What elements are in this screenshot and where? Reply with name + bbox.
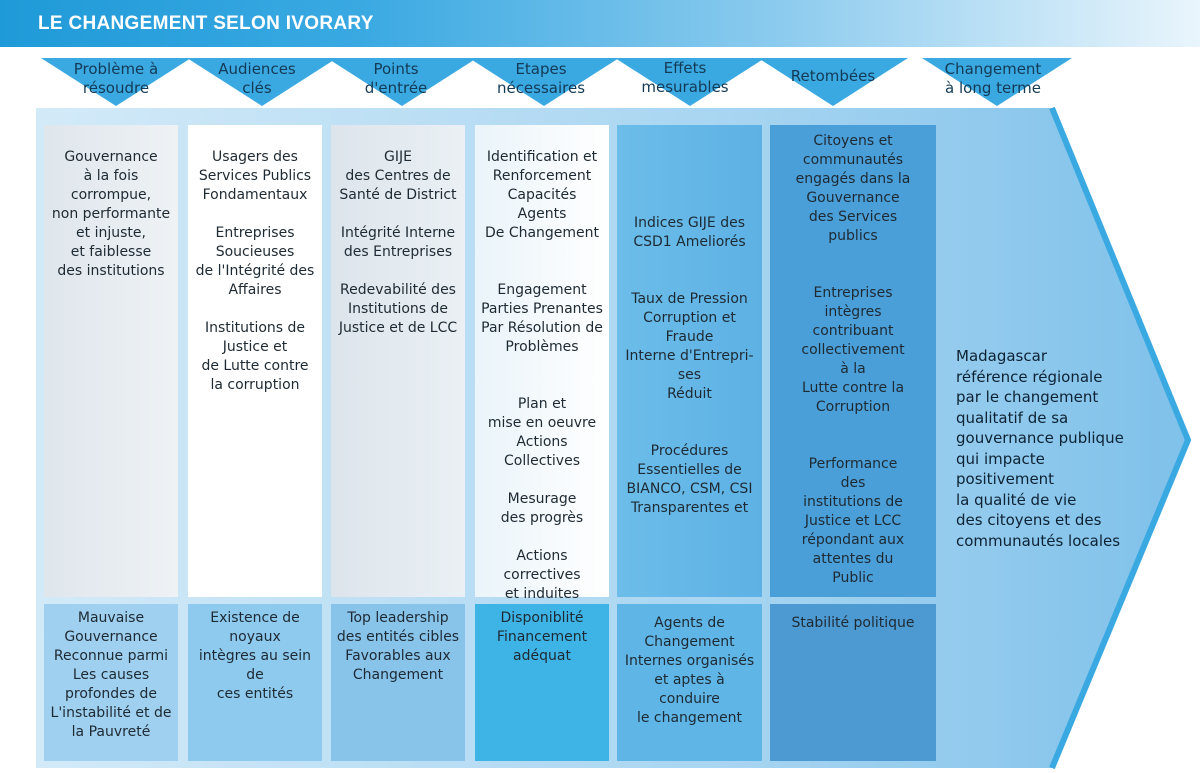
column-audiences-top: Usagers des Services Publics Fondamentau… [188, 125, 322, 597]
column-audiences-bottom: Existence de noyaux intègres au sein de … [188, 604, 322, 761]
column-audiences-bottom-text: Existence de noyaux intègres au sein de … [198, 610, 312, 702]
column-points-top-text: GIJE des Centres de Santé de District In… [338, 149, 458, 336]
stage-triangle-etapes [469, 58, 619, 106]
column-etapes-top-text: Identification et Renforcement Capacités… [481, 149, 603, 602]
column-effets-bottom: Agents de Changement Internes organisés … [617, 604, 762, 761]
column-retombees-top-text: Citoyens et communautés engagés dans la … [795, 133, 911, 586]
stage-triangle-probleme [41, 58, 191, 106]
long-term-change-text: Madagascar référence régionale par le ch… [956, 347, 1124, 550]
stage-triangle-retombees [758, 58, 908, 106]
column-probleme-top: Gouvernance à la fois corrompue, non per… [44, 125, 178, 597]
stage-label-changement: Changement à long terme [944, 60, 1042, 97]
stage-triangle-points [327, 58, 477, 106]
stage-triangle-effets [615, 58, 765, 106]
column-audiences-top-text: Usagers des Services Publics Fondamentau… [195, 149, 315, 393]
stage-label-retombees: Retombées [790, 67, 876, 85]
column-retombees-bottom: Stabilité politique [770, 604, 936, 761]
column-etapes-top: Identification et Renforcement Capacités… [475, 125, 609, 602]
column-probleme-bottom: Mauvaise Gouvernance Reconnue parmi Les … [44, 604, 178, 761]
column-effets-top-text: Indices GIJE des CSD1 Ameliorés Taux de … [625, 215, 754, 516]
column-probleme-top-text: Gouvernance à la fois corrompue, non per… [51, 149, 171, 279]
column-effets-bottom-text: Agents de Changement Internes organisés … [624, 615, 755, 726]
column-retombees-top: Citoyens et communautés engagés dans la … [770, 125, 936, 597]
column-effets-top: Indices GIJE des CSD1 Ameliorés Taux de … [617, 125, 762, 597]
column-points-bottom-text: Top leadership des entités cibles Favora… [336, 610, 460, 683]
stage-label-effets: Effets mesurables [641, 59, 729, 96]
stage-label-audiences: Audiences clés [218, 60, 296, 97]
header-banner: LE CHANGEMENT SELON IVORARY [0, 0, 1200, 47]
page-title: LE CHANGEMENT SELON IVORARY [38, 13, 374, 34]
column-etapes-bottom: Disponiblité Financement adéquat [475, 604, 609, 761]
column-retombees-bottom-text: Stabilité politique [791, 615, 915, 631]
stage-triangle-audiences [187, 58, 337, 106]
stage-label-probleme: Problème à résoudre [73, 60, 159, 97]
column-points-top: GIJE des Centres de Santé de District In… [331, 125, 465, 597]
column-points-bottom: Top leadership des entités cibles Favora… [331, 604, 465, 761]
column-probleme-bottom-text: Mauvaise Gouvernance Reconnue parmi Les … [50, 610, 172, 740]
stage-label-points: Points d'entrée [364, 60, 428, 97]
stage-label-etapes: Etapes nécessaires [496, 60, 586, 97]
column-etapes-bottom-text: Disponiblité Financement adéquat [496, 610, 588, 664]
stage-triangle-changement [922, 58, 1072, 106]
